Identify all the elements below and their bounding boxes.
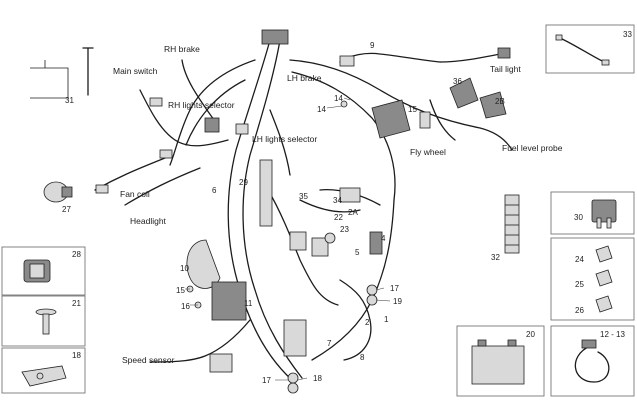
number-23: 23	[340, 225, 349, 234]
number-14a: 14	[334, 94, 343, 103]
label-tail-light: Tail light	[490, 64, 521, 74]
number-2: 2	[365, 318, 370, 327]
part-27-horn: 27	[43, 181, 73, 214]
number-4: 4	[381, 234, 386, 243]
label-lh-lights-selector: LH lights selector	[252, 134, 317, 144]
label-headlight: Headlight	[130, 216, 167, 226]
number-31: 31	[65, 96, 74, 105]
number-17b: 17	[262, 376, 271, 385]
part-31-bracket: 31	[30, 47, 94, 105]
number-36: 36	[453, 77, 462, 86]
number-11: 11	[244, 299, 253, 308]
box-24-label: 24	[575, 255, 584, 264]
label-main-switch: Main switch	[113, 66, 158, 76]
number-7: 7	[327, 339, 332, 348]
inset-box-12-13: 12 - 13	[550, 325, 635, 397]
inset-box-28: 28	[1, 246, 86, 296]
number-15b: 15	[176, 286, 185, 295]
number-32: 32	[491, 253, 500, 262]
number-2b: 2B	[495, 97, 505, 106]
main-harness	[94, 39, 513, 381]
number-14b: 14	[317, 105, 326, 114]
box-12-13-label: 12 - 13	[600, 330, 625, 339]
number-6: 6	[212, 186, 217, 195]
box-33-label: 33	[623, 30, 632, 39]
inset-box-18: 18	[1, 347, 86, 394]
number-2a: 2A	[348, 208, 358, 217]
label-fly-wheel: Fly wheel	[410, 147, 446, 157]
harness-components	[95, 29, 511, 394]
number-9: 9	[370, 41, 375, 50]
callout-labels: RH brake Main switch RH lights selector …	[113, 44, 563, 365]
number-19: 19	[393, 297, 402, 306]
reference-numbers: 9 36 2B 14 14 15 6 29 35 34 2A 22 23 4 5…	[176, 41, 505, 385]
box-18-label: 18	[72, 351, 81, 360]
label-lh-brake: LH brake	[287, 73, 322, 83]
number-8: 8	[360, 353, 365, 362]
box-21-label: 21	[72, 299, 81, 308]
label-speed-sensor: Speed sensor	[122, 355, 175, 365]
number-1: 1	[384, 315, 389, 324]
box-25-label: 25	[575, 280, 584, 289]
box-26-label: 26	[575, 306, 584, 315]
number-15a: 15	[408, 105, 417, 114]
number-35: 35	[299, 192, 308, 201]
number-34: 34	[333, 196, 342, 205]
inset-box-fuses: 24 25 26	[550, 237, 635, 321]
number-29: 29	[239, 178, 248, 187]
number-10: 10	[180, 264, 189, 273]
number-16: 16	[181, 302, 190, 311]
number-5: 5	[355, 248, 360, 257]
label-rh-brake: RH brake	[164, 44, 200, 54]
number-18: 18	[313, 374, 322, 383]
number-27: 27	[62, 205, 71, 214]
box-28-label: 28	[72, 250, 81, 259]
part-32-connector-strip: 32	[491, 194, 520, 262]
leader-lines	[185, 97, 391, 381]
label-fan-coil: Fan coil	[120, 189, 150, 199]
inset-box-30: 30	[550, 191, 635, 235]
inset-box-21: 21	[1, 295, 86, 347]
label-fuel-level-probe: Fuel level probe	[502, 143, 563, 153]
label-rh-lights-selector: RH lights selector	[168, 100, 235, 110]
box-30-label: 30	[574, 213, 583, 222]
inset-box-33: 33	[545, 24, 635, 74]
box-20-label: 20	[526, 330, 535, 339]
number-17a: 17	[390, 284, 399, 293]
number-22: 22	[334, 213, 343, 222]
inset-box-20: 20	[456, 325, 545, 397]
